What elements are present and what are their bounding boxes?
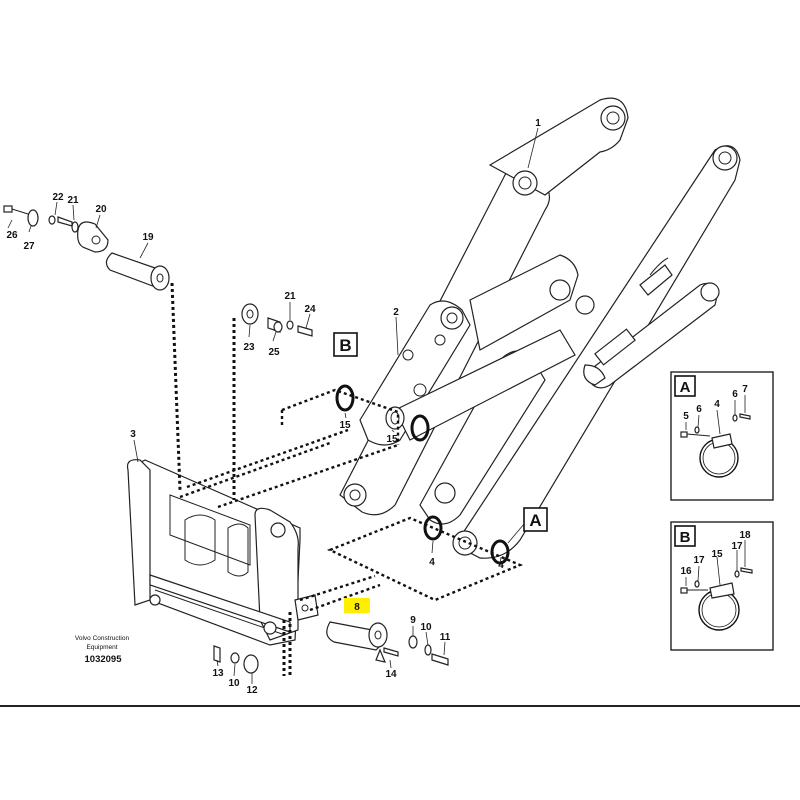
label-26: 26 (6, 230, 18, 241)
inset-b-label-17a: 17 (693, 555, 705, 566)
label-23: 23 (243, 342, 255, 353)
label-4-lower: 4 (498, 560, 504, 571)
inset-b: B 16 17 15 17 18 (670, 521, 774, 651)
label-2: 2 (393, 307, 399, 318)
label-27: 27 (23, 241, 35, 252)
label-21-mid: 21 (284, 291, 296, 302)
label-25: 25 (268, 347, 280, 358)
inset-a-label-6b: 6 (732, 389, 738, 400)
drawing-code: 1032095 (85, 654, 123, 665)
callout-b-main: B (333, 332, 358, 357)
label-8: 8 (354, 602, 360, 613)
inset-b-tag: B (680, 529, 691, 546)
label-12: 12 (246, 685, 258, 696)
leader-lines (7, 127, 539, 684)
quick-coupler-frame (126, 459, 319, 646)
label-22: 22 (52, 192, 64, 203)
credit-line-1: Volvo Construction (75, 635, 130, 642)
label-10-bottom: 10 (228, 678, 240, 689)
assembly-guide-lines (170, 282, 524, 676)
credit-line-2: Equipment (86, 644, 117, 651)
svg-text:A: A (529, 511, 541, 530)
label-4-upper: 4 (429, 557, 435, 568)
pin-assembly-lower (213, 621, 449, 674)
svg-text:B: B (339, 336, 351, 355)
inset-a: A 5 6 4 6 7 (670, 371, 774, 501)
label-15-upper: 15 (339, 420, 351, 431)
credit-block: Volvo Construction Equipment 1032095 (75, 635, 130, 665)
label-1: 1 (535, 118, 541, 129)
pin-assembly-upper (3, 205, 170, 291)
label-13: 13 (212, 668, 224, 679)
inset-a-label-6a: 6 (696, 404, 702, 415)
inset-a-label-5: 5 (683, 411, 689, 422)
label-14: 14 (385, 669, 397, 680)
label-9: 9 (410, 615, 416, 626)
callout-a-main: A (507, 507, 548, 544)
label-21-top: 21 (67, 195, 79, 206)
label-20: 20 (95, 204, 107, 215)
label-10-right: 10 (420, 622, 432, 633)
lift-arm-assembly (339, 97, 741, 559)
label-15-lower: 15 (386, 434, 398, 445)
part-labels: 1 2 3 4 4 15 15 8 9 10 11 14 13 10 12 19… (6, 118, 541, 696)
inset-b-label-15: 15 (711, 549, 723, 560)
inset-a-label-4: 4 (714, 399, 720, 410)
label-19: 19 (142, 232, 154, 243)
inset-a-label-7: 7 (742, 384, 748, 395)
pin-assembly-middle (241, 303, 313, 337)
label-11: 11 (440, 632, 451, 643)
label-3: 3 (130, 429, 136, 440)
inset-a-tag: A (680, 379, 691, 396)
inset-b-label-16: 16 (680, 566, 692, 577)
highlight-8 (344, 598, 370, 613)
inset-b-label-18: 18 (739, 530, 751, 541)
label-24: 24 (304, 304, 316, 315)
inset-b-label-17b: 17 (731, 541, 743, 552)
